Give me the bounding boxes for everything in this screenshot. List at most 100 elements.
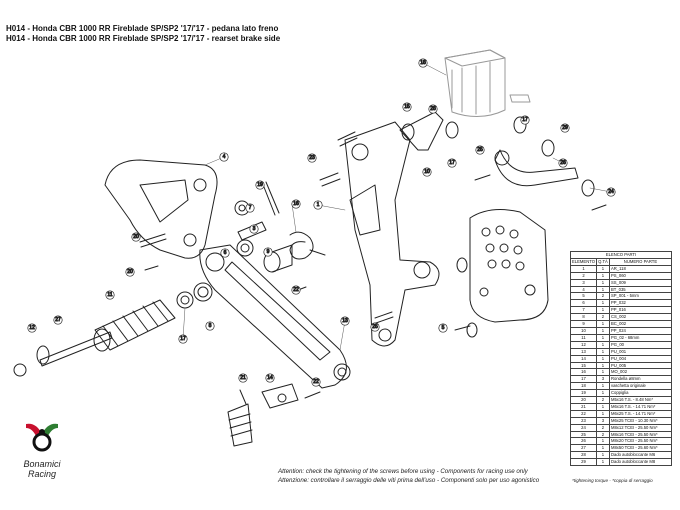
- row-part-number: SP_001 - 5mm: [608, 292, 673, 301]
- row-qty: 1: [595, 458, 610, 467]
- callout-3: 3: [249, 224, 259, 234]
- brand-name-line2: Racing: [27, 469, 56, 479]
- svg-text:23: 23: [309, 155, 315, 161]
- return-spring: [289, 231, 326, 260]
- callout-8: 8: [205, 321, 215, 331]
- heel-guard-plate: [104, 159, 218, 259]
- svg-text:9: 9: [267, 249, 270, 255]
- title-italian: H014 - Honda CBR 1000 RR Fireblade SP/SP…: [6, 24, 279, 33]
- callout-15: 15: [402, 102, 412, 112]
- brand-name-line1: Bonamici: [23, 459, 61, 469]
- svg-text:19: 19: [257, 182, 263, 188]
- row-qty: 1: [595, 320, 610, 328]
- row-part-number: PU_004: [608, 354, 673, 363]
- row-part-number: PG_00: [608, 340, 673, 349]
- svg-text:8: 8: [209, 323, 212, 329]
- callout-27: 27: [53, 315, 63, 325]
- row-qty: 1: [595, 389, 610, 398]
- row-element: 19: [570, 389, 597, 398]
- row-part-number: SS_009: [608, 278, 673, 287]
- svg-text:5: 5: [442, 325, 445, 331]
- row-element: 27: [570, 444, 597, 453]
- row-element: 22: [570, 409, 597, 418]
- callout-28: 28: [428, 104, 438, 114]
- row-part-number: PS_060: [608, 271, 673, 280]
- row-element: 26: [570, 437, 597, 446]
- row-part-number: AR_118: [608, 264, 673, 273]
- rearset-main-plate: [344, 121, 440, 347]
- row-qty: 1: [595, 368, 610, 377]
- svg-text:7: 7: [249, 205, 252, 211]
- footpeg: [93, 299, 176, 352]
- svg-text:3: 3: [253, 226, 256, 232]
- svg-text:12: 12: [29, 325, 35, 331]
- row-qty: 1: [595, 361, 610, 370]
- callout-24: 24: [606, 187, 616, 197]
- row-element: 11: [570, 333, 597, 342]
- row-element: 14: [570, 354, 597, 363]
- row-part-number: M6x16 T.S. - 14.71 Nm*: [608, 402, 673, 411]
- row-qty: 1: [595, 306, 610, 315]
- bolt-m8x50: [13, 331, 113, 377]
- row-element: 24: [570, 423, 597, 432]
- row-qty: 2: [595, 313, 610, 322]
- svg-text:28: 28: [430, 106, 436, 112]
- row-element: 10: [570, 326, 597, 335]
- row-element: 20: [570, 396, 597, 404]
- row-qty: 1: [595, 333, 610, 342]
- row-part-number: M8x16 TCEI - 25.50 Nm*: [608, 430, 673, 439]
- callout-26: 26: [558, 158, 568, 168]
- row-element: 3: [570, 278, 597, 287]
- pushrod-linkage: [399, 111, 579, 187]
- svg-text:27: 27: [55, 317, 61, 323]
- row-element: 1: [570, 264, 597, 273]
- callout-9: 9: [263, 247, 273, 257]
- callout-12: 12: [27, 323, 37, 333]
- row-part-number: PU_001: [608, 347, 673, 356]
- svg-text:6: 6: [224, 250, 227, 256]
- row-part-number: vaschetta originale: [608, 382, 673, 391]
- svg-text:17: 17: [180, 336, 186, 342]
- callout-1: 1: [313, 200, 323, 210]
- row-element: 6: [570, 299, 597, 308]
- row-qty: 1: [595, 451, 610, 460]
- row-part-number: M6x25 T.S. - 14.71 Nm*: [608, 409, 673, 418]
- row-element: 29: [570, 458, 597, 467]
- row-element: 28: [570, 451, 597, 460]
- row-qty: 2: [595, 292, 610, 301]
- drawing-title-block: H014 - Honda CBR 1000 RR Fireblade SP/SP…: [6, 24, 280, 44]
- callout-22: 22: [291, 285, 301, 295]
- brand-block: Bonamici Racing: [10, 420, 74, 479]
- row-qty: 1: [595, 299, 610, 308]
- row-part-number: PP_016: [608, 306, 673, 315]
- brake-lever-arm: [199, 244, 351, 389]
- row-qty: 1: [595, 354, 610, 363]
- row-part-number: M8x20 TCEI - 25.50 Nm*: [608, 437, 673, 446]
- svg-text:20: 20: [133, 234, 139, 240]
- callout-leaders: [182, 62, 612, 351]
- callout-10: 10: [422, 167, 432, 177]
- row-qty: 1: [595, 437, 610, 446]
- svg-text:15: 15: [404, 104, 410, 110]
- row-part-number: BT_035: [608, 285, 673, 294]
- svg-text:14: 14: [267, 375, 273, 381]
- callout-6: 6: [220, 248, 230, 258]
- row-element: 5: [570, 292, 597, 301]
- row-part-number: Dado autobloccante M8: [608, 458, 673, 467]
- svg-text:11: 11: [107, 292, 112, 298]
- row-element: 17: [570, 375, 597, 384]
- row-qty: 1: [595, 326, 610, 335]
